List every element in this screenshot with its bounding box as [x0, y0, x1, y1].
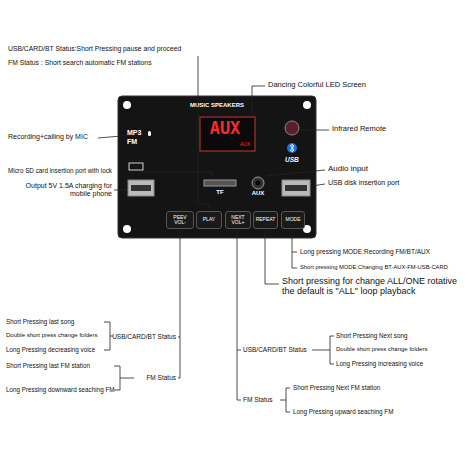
- push-button: PLAY: [196, 211, 222, 229]
- tf-slot: [204, 180, 236, 186]
- callout-text: Micro SD card insertion port with lock: [8, 167, 112, 174]
- callout-text: Short Pressing Next song: [336, 332, 407, 339]
- callout-text: Long Pressing decreasing voice: [6, 346, 95, 353]
- callout-text: Double short press change folders: [6, 332, 97, 339]
- screw-hole: [303, 101, 311, 109]
- callout-text: Long Pressing downward seaching FM: [6, 386, 115, 393]
- callout-text: Recording+calling by MIC: [8, 133, 88, 141]
- callout-text: Dancing Colorful LED Screen: [268, 81, 366, 90]
- board-print: FM: [127, 138, 137, 146]
- board-print: TF: [216, 189, 223, 196]
- button-label: MODE: [286, 217, 301, 223]
- usb-port: [128, 180, 154, 196]
- mic-icon: [148, 131, 151, 136]
- callout-text: USB/CARD/BT Status:Short Pressing pause …: [8, 45, 181, 53]
- callout-text: Double short press change folders: [336, 346, 427, 353]
- board-print: AUX: [252, 190, 265, 197]
- status-label: FM Status: [243, 396, 273, 403]
- usb-port: [282, 180, 310, 196]
- callout-text: Long pressing MODE:Recording FM/BT/AUX: [300, 248, 430, 255]
- led-screen: [200, 117, 255, 151]
- callout-text: Short Pressing Next FM station: [293, 384, 380, 391]
- callout-text: Short pressing for change ALL/ONE rotati…: [282, 276, 460, 297]
- push-button: MODE: [281, 211, 305, 229]
- board-print: USB: [285, 156, 299, 163]
- screw-hole: [123, 101, 131, 109]
- push-button: REPEAT: [253, 211, 278, 229]
- status-label: FM Status: [146, 374, 176, 381]
- callout-text: Long Pressing upward seaching FM: [293, 408, 393, 415]
- led-indicator: AUX: [240, 142, 250, 148]
- board-panel: [118, 96, 316, 238]
- battery-icon: [129, 163, 143, 170]
- push-button: NEXT VOL+: [225, 211, 251, 229]
- bluetooth-icon: [287, 143, 297, 153]
- screw-hole: [123, 225, 131, 233]
- status-label: USB/CARD/BT Status: [243, 346, 307, 353]
- board-print: MUSIC SPEAKERS: [190, 102, 244, 109]
- callout-text: Audio input: [328, 164, 368, 173]
- callout-text: FM Status : Short search automatic FM st…: [8, 59, 152, 67]
- led-digits: AUX: [210, 119, 241, 139]
- callout-text: Infrared Remote: [332, 125, 386, 134]
- button-label: NEXT VOL+: [226, 215, 250, 226]
- button-label: PLAY: [203, 217, 215, 223]
- callout-text: Long Pressing increasing voice: [336, 360, 423, 367]
- button-label: PEEV VOL-: [167, 215, 193, 226]
- callout-text: Output 5V 1.5A charging for mobile phone: [24, 182, 112, 198]
- callout-text: USB disk insertion port: [328, 179, 399, 187]
- button-label: REPEAT: [256, 217, 276, 223]
- callout-text: Short pressing MODE:Changing BT-AUX-FM-U…: [300, 264, 448, 271]
- callout-text: Short Pressing last FM station: [6, 362, 90, 369]
- board-print: MP3: [127, 129, 141, 137]
- push-button: PEEV VOL-: [166, 211, 194, 229]
- ir-receiver: [285, 121, 299, 135]
- leader-lines: [98, 56, 334, 412]
- callout-text: Short Pressing last song: [6, 318, 74, 325]
- status-label: USB/CARD/BT Status: [112, 333, 176, 340]
- aux-jack: [252, 177, 264, 189]
